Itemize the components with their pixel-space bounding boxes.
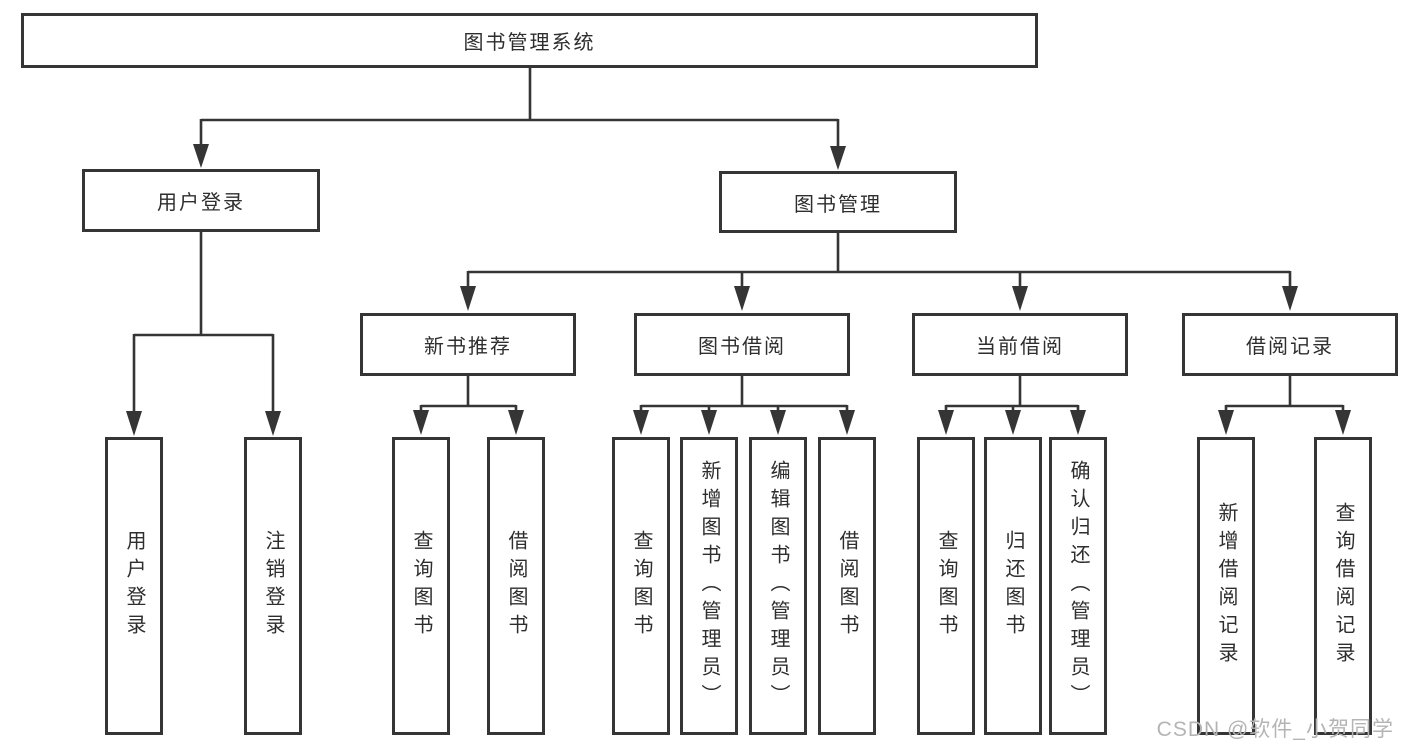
node-query-borrow-record: 查询借阅记录: [1314, 437, 1372, 735]
node-edit-book-admin: 编辑图书（管理员）: [749, 437, 807, 735]
node-query-books-borrow: 查询图书: [612, 437, 670, 735]
connector-root-to-level2: [193, 67, 846, 170]
node-current-borrow: 当前借阅: [912, 313, 1128, 376]
node-return-books: 归还图书: [984, 437, 1042, 735]
node-borrow-records: 借阅记录: [1182, 313, 1398, 376]
node-new-book-recommend: 新书推荐: [360, 313, 576, 376]
node-query-books-current: 查询图书: [917, 437, 975, 735]
node-confirm-return-admin: 确认归还（管理员）: [1049, 437, 1107, 735]
connector-book-borrow-to-children: [633, 375, 855, 435]
connector-current-borrow-to-children: [938, 375, 1086, 435]
connector-borrow-records-to-children: [1218, 375, 1351, 435]
node-book-management: 图书管理: [719, 171, 957, 233]
node-book-borrow: 图书借阅: [634, 313, 850, 376]
node-borrow-books-recommend: 借阅图书: [487, 437, 545, 735]
node-add-book-admin: 新增图书（管理员）: [680, 437, 738, 735]
node-user-login: 用户登录: [82, 169, 320, 232]
watermark: CSDN @软件_小贺同学: [1156, 718, 1394, 741]
node-add-borrow-record: 新增借阅记录: [1197, 437, 1255, 735]
connector-book-management-to-level3: [460, 232, 1298, 311]
node-borrow-books: 借阅图书: [818, 437, 876, 735]
connector-user-login-to-children: [126, 232, 281, 436]
node-query-books-recommend: 查询图书: [392, 437, 450, 735]
connector-new-book-recommend-to-children: [413, 375, 524, 435]
node-book-management-system: 图书管理系统: [21, 13, 1038, 68]
node-user-login-action: 用户登录: [105, 437, 163, 735]
node-logout: 注销登录: [244, 437, 302, 735]
